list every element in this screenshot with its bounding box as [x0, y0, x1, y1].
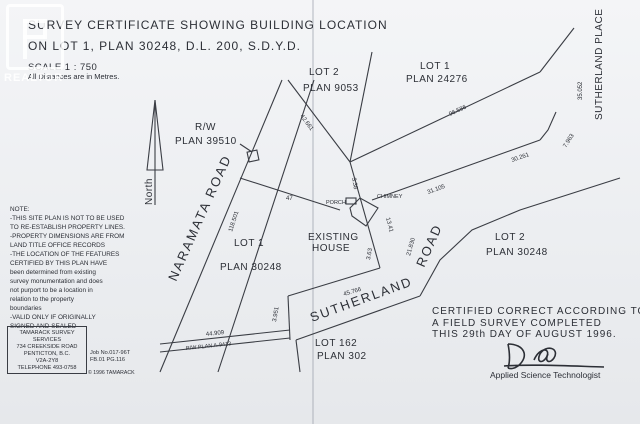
lot1-southeast-line [287, 295, 291, 341]
cert-line-1: CERTIFIED CORRECT ACCORDING TO [432, 306, 640, 317]
north-arrow-icon [146, 99, 164, 205]
sutherland-south-line [295, 295, 421, 341]
porch-outline [345, 197, 357, 205]
certification-block: CERTIFIED CORRECT ACCORDING TO A FIELD S… [432, 306, 640, 341]
sutherland-corner-curve [539, 111, 557, 141]
note-line: relation to the property [10, 296, 74, 303]
dim-31105: 31.105 [427, 184, 447, 196]
dim-42661: 42.661 [298, 114, 314, 133]
note-line: -PROPERTY DIMENSIONS ARE FROM [10, 233, 125, 240]
note-line: TO RE-ESTABLISH PROPERTY LINES. [10, 224, 125, 231]
cert-line-2: A FIELD SURVEY COMPLETED [432, 317, 602, 329]
note-line: LAND TITLE OFFICE RECORDS [10, 242, 106, 249]
dim-118501: 118.501 [228, 210, 240, 233]
north-label: North [144, 178, 155, 205]
firm-line: PENTICTON, B.C. [23, 351, 71, 357]
job-number: Job No.017-96T FB.01 PG.116 [90, 350, 130, 364]
note-heading: NOTE: [10, 206, 30, 213]
dim-3951: 3.951 [272, 306, 281, 322]
note-block: NOTE: -THIS SITE PLAN IS NOT TO BE USED … [10, 205, 132, 331]
porch-label: PORCH [326, 200, 346, 206]
note-line: -VALID ONLY IF ORIGINALLY [10, 314, 96, 321]
dim-44909: 44.909 [206, 330, 226, 338]
note-line: survey monumentation and does [10, 278, 103, 285]
plan30248-main-label: PLAN 30248 [220, 262, 282, 273]
dim-96586: 96.586 [448, 104, 468, 117]
firm-line: SERVICES [32, 337, 62, 343]
dim-35052: 35.052 [578, 81, 584, 100]
technologist-title: Applied Science Technologist [490, 370, 601, 380]
dim-45766: 45.766 [343, 287, 363, 298]
copyright-text: © 1996 TAMARACK [88, 370, 135, 376]
naramata-road-west-line [159, 79, 283, 373]
dim-338: 3.38 [350, 177, 358, 190]
signature-mark [503, 343, 605, 370]
lot2-boundary-line [349, 51, 373, 163]
note-line: been determined from existing [10, 269, 96, 276]
rw-bottom-line-1 [159, 329, 291, 345]
note-line: CERTIFIED BY THIS PLAN HAVE [10, 260, 108, 267]
fieldbook-text: FB.01 PG.116 [90, 357, 126, 363]
realtor-watermark-text: REALTOR [4, 72, 64, 84]
lot1-north-line [287, 79, 351, 163]
firm-line: TELEPHONE 493-0758 [17, 365, 77, 371]
rw-leader-line [239, 143, 253, 153]
lot2-north-line [419, 177, 621, 297]
plan39510-label: PLAN 39510 [175, 136, 237, 147]
firm-line: V2A-2Y8 [35, 358, 59, 364]
rw-marker-box [246, 149, 260, 163]
job-number-text: Job No.017-96T [90, 350, 131, 356]
chimney-label: CHIMNEY [377, 194, 403, 200]
note-line: not purport to be a location in [10, 287, 93, 294]
rw-label: R/W [195, 122, 216, 133]
lot1-main-label: LOT 1 [234, 238, 264, 249]
sutherland-place-line [539, 27, 575, 73]
house-label: HOUSE [312, 243, 350, 254]
dim-21830: 21.830 [406, 237, 417, 257]
lot162-label: LOT 162 [315, 338, 357, 349]
lot162-line [295, 339, 301, 373]
lot1-east-line [349, 161, 381, 269]
rw-plan-label: R/W PLAN A-9413 [186, 341, 232, 352]
plan30248-label-b: PLAN 30248 [486, 247, 548, 258]
note-line: -THE LOCATION OF THE FEATURES [10, 251, 120, 258]
plan302-label: PLAN 302 [317, 351, 367, 362]
lot1-label-a: LOT 1 [420, 61, 450, 72]
lot1-south-line [287, 267, 381, 297]
surveyor-firm-box: TAMARACK SURVEY SERVICES 734 CREEKSIDE R… [7, 326, 87, 374]
dim-363: 3.63 [366, 247, 374, 260]
lot1-24276-south-line [349, 71, 541, 163]
lot1-west-line [217, 79, 315, 373]
title-line-2: ON LOT 1, PLAN 30248, D.L. 200, S.D.Y.D. [28, 39, 302, 53]
road-label: ROAD [413, 221, 445, 269]
lot2-label-b: LOT 2 [495, 232, 525, 243]
firm-line: 734 CREEKSIDE ROAD [16, 344, 78, 350]
house-leader-line [239, 177, 341, 211]
plan24276-label: PLAN 24276 [406, 74, 468, 85]
dim-1341: 13.41 [384, 217, 394, 234]
sutherland-place-label: SUTHERLAND PLACE [594, 9, 605, 120]
existing-label: EXISTING [308, 232, 359, 243]
firm-line: TAMARACK SURVEY [19, 330, 75, 336]
paper-fold-line [312, 0, 314, 424]
note-line: -THIS SITE PLAN IS NOT TO BE USED [10, 215, 125, 222]
dim-30261: 30.261 [511, 152, 531, 164]
sutherland-north-line [371, 139, 541, 201]
lot2-label-a: LOT 2 [309, 67, 339, 78]
realtor-logo [6, 4, 64, 70]
existing-house-outline [349, 197, 379, 227]
dim-47: 47 [286, 196, 293, 202]
plan9053-label: PLAN 9053 [303, 83, 359, 94]
cert-line-3: THIS 29th DAY OF AUGUST 1996. [432, 329, 617, 340]
dim-7963: 7.963 [563, 133, 576, 149]
note-line: boundaries [10, 305, 42, 312]
distances-note: All Distances are in Metres. [28, 72, 120, 81]
rw-bottom-line-2 [159, 337, 291, 353]
title-line-1: SURVEY CERTIFICATE SHOWING BUILDING LOCA… [28, 18, 388, 32]
